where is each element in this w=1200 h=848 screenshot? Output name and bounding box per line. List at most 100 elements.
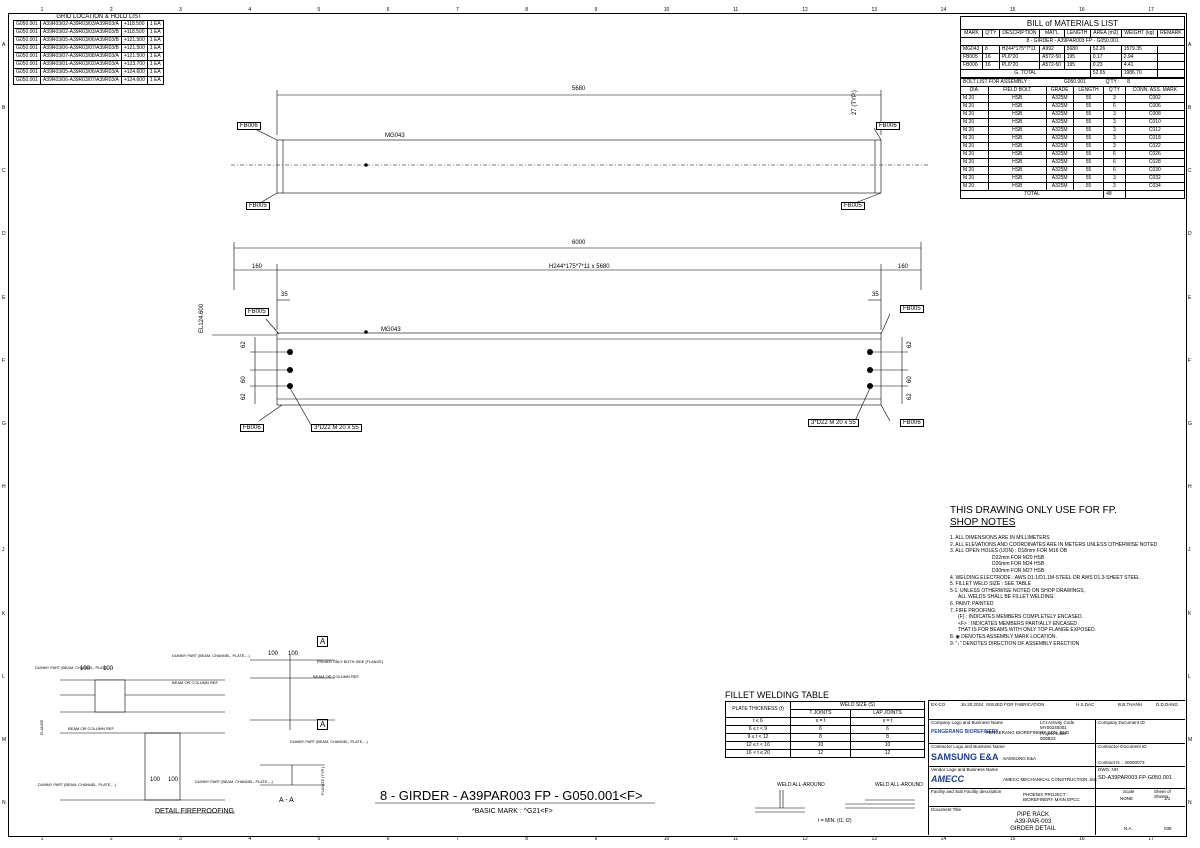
elev-tag-fb006-left: FB006	[240, 424, 264, 432]
ruler-row-B: B	[2, 104, 6, 111]
detail-dummy-2: DUMMY PART (BEAM, CHANNEL, PLATE,...)	[172, 654, 250, 658]
ruler-row-E: E	[2, 294, 6, 301]
note-item: D26mm FOR M24 HSB	[992, 561, 1045, 568]
note-item: 3. ALL OPEN HOLES (UON) : D18mm FOR M16 …	[950, 548, 1068, 555]
ruler-column-5: 5	[317, 7, 321, 13]
elev-d60-right: 60	[907, 376, 913, 383]
ruler-row-H: H	[1188, 484, 1192, 491]
ruler-column-8: 8	[525, 7, 529, 13]
ruler-row-J: J	[2, 547, 5, 554]
ruler-column-12: 12	[802, 836, 808, 842]
tb-proj-code: Project Code	[1040, 731, 1067, 736]
grid-cell: G050.001	[13, 76, 41, 85]
ruler-column-3: 3	[179, 836, 182, 842]
ruler-row-K: K	[1188, 610, 1192, 617]
tb-chk: B.B.THANH	[1118, 702, 1143, 707]
ruler-row-G: G	[1188, 421, 1192, 427]
fillet-cell: s = t	[790, 717, 851, 726]
note-item: 9. "↓" DENOTES DIRECTION OF ASSEMBLY ERE…	[950, 640, 1080, 647]
plan-tag-fb006-left: FB006	[237, 122, 261, 130]
elev-dim-total: 6000	[572, 240, 586, 246]
detail-dim-100-c: 100	[268, 651, 279, 657]
ruler-row-D: D	[1188, 231, 1192, 238]
tb-samsung-logo: SAMSUNG E&A	[931, 752, 999, 762]
ruler-row-L: L	[2, 673, 5, 680]
ruler-row-D: D	[2, 231, 6, 238]
elev-d62-right-top: 62	[907, 341, 913, 348]
ruler-column-1: 1	[40, 836, 44, 842]
detail-dim-100-d: 100	[288, 651, 299, 657]
note-item: (F) : INDICATES MEMBERS COMPLETELY ENCAS…	[958, 614, 1084, 621]
note-item: 6. PAINT: PAINTED	[950, 600, 994, 607]
ruler-column-17: 17	[1148, 7, 1154, 13]
ruler-column-11: 11	[732, 836, 739, 842]
fillet-cell: 10	[849, 741, 926, 750]
ruler-row-A: A	[2, 41, 6, 48]
tb-rev-date: 3n.20.2024	[961, 702, 984, 707]
note-item: <F> : INDICATES MEMBERS PARTIALLY ENCASE…	[958, 620, 1078, 627]
ruler-row-F: F	[1188, 357, 1192, 364]
fillet-table: PLATE THICKNESS (t) WELD SIZE (S) T JOIN…	[725, 701, 926, 758]
bom-total-remark	[1156, 69, 1186, 78]
detail-dim-100-b: 100	[103, 666, 114, 672]
tb-company-name: PENGERANG BIOREFINERY SDN. BHD	[986, 730, 1070, 735]
bom-total-label: G. TOTAL	[960, 69, 1091, 78]
fillet-sub-lap: LAP JOINTS	[849, 709, 926, 718]
ruler-row-C: C	[2, 168, 6, 175]
ruler-row-F: F	[2, 357, 6, 364]
ruler-column-7: 7	[456, 7, 459, 13]
plan-dim-length: 5680	[572, 86, 586, 92]
ruler-column-2: 2	[109, 836, 113, 842]
detail-title: DETAIL FIREPROOFING	[155, 808, 234, 815]
grid-cell: 1 EA	[146, 76, 164, 85]
tb-plant-area: N.A.	[1124, 826, 1133, 831]
note-item: 5-1. UNLESS OTHERWISE NOTED ON SHOP DRAW…	[950, 587, 1085, 594]
tb-doc-title-label: Document Title	[931, 807, 962, 812]
title-block: EX-CO 3n.20.2024 ISSUED FOR FABRICATION …	[928, 700, 1185, 835]
elev-tag-fb006-right: FB006	[900, 419, 924, 427]
fillet-cell: 12	[849, 749, 926, 758]
ruler-column-10: 10	[663, 7, 670, 13]
tb-rev: EX-CO	[931, 702, 946, 707]
elev-dim-35-left: 35	[281, 292, 288, 298]
drawing-frame	[8, 13, 1187, 837]
elev-tag-fb005-right: FB005	[900, 305, 924, 313]
ruler-row-E: E	[1188, 294, 1192, 301]
detail-dummy-3: DUMMY PART (BEAM, CHANNEL, PLATE,...)	[290, 740, 368, 744]
detail-primer: PRIMER ONLY BOTH SIDE (FLANGE)	[317, 660, 384, 664]
elev-elevation: EL124.600	[199, 303, 205, 333]
tb-amecc-name: AMECC MECHANICAL CONSTRUCTION JSC	[1003, 777, 1098, 782]
ruler-row-M: M	[2, 737, 7, 744]
tb-doc-title1: PIPE RACK	[1016, 812, 1049, 818]
fillet-cell: 6 ≤ t < 9	[725, 725, 791, 734]
elev-d60-left: 60	[241, 376, 247, 383]
note-item: 2. ALL ELEVATIONS AND COORDINATES ARE IN…	[950, 541, 1158, 548]
ruler-column-6: 6	[386, 7, 390, 13]
ruler-row-B: B	[1188, 104, 1192, 111]
detail-dummy-1: DUMMY PART (BEAM, CHANNEL, PLATE,...)	[35, 666, 113, 670]
tb-appr: D.D.DANG	[1156, 702, 1179, 707]
plan-tag-fb005-right: FB005	[841, 202, 865, 210]
ruler-row-K: K	[2, 610, 6, 617]
ruler-column-11: 11	[732, 7, 739, 13]
ruler-row-J: J	[1188, 547, 1191, 554]
note-item: 7. FIRE PROOFING:	[950, 607, 997, 614]
ruler-column-12: 12	[802, 7, 808, 13]
ruler-column-4: 4	[248, 7, 252, 13]
tb-rev-desc: ISSUED FOR FABRICATION	[986, 702, 1045, 707]
drawing-main-title: 8 - GIRDER - A39PAR003 FP - G050.001<F>	[380, 788, 643, 803]
ruler-column-16: 16	[1079, 7, 1085, 13]
ruler-row-G: G	[2, 421, 6, 427]
note-item: D22mm FOR M20 HSB	[992, 554, 1045, 561]
ruler-column-15: 15	[1009, 7, 1016, 13]
